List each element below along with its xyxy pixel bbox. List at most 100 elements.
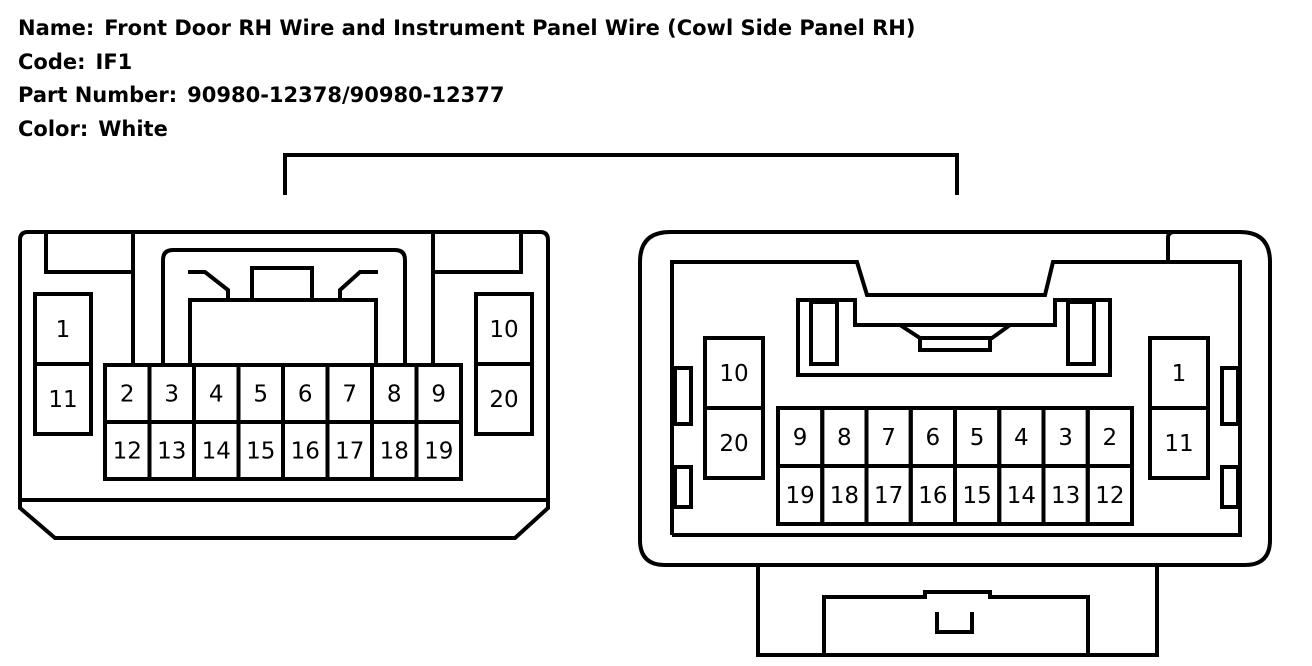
right-pin-17-label: 17	[874, 483, 903, 509]
left-pin-15: 15	[236, 420, 285, 481]
left-lock-tab	[250, 266, 314, 300]
right-pin-9: 9	[776, 406, 825, 468]
left-pin-20-box	[474, 362, 534, 436]
right-pin-12: 12	[1085, 464, 1134, 526]
left-pin-16: 16	[281, 420, 330, 481]
right-pin-3-label: 3	[1058, 425, 1073, 451]
left-pin-7: 7	[325, 363, 374, 424]
left-pin-17: 17	[325, 420, 374, 481]
left-connector-housing	[18, 230, 550, 540]
left-pin-14: 14	[192, 420, 241, 481]
right-pin-13: 13	[1041, 464, 1090, 526]
left-pin-18-label: 18	[380, 439, 409, 465]
right-pin-1-label: 1	[1172, 361, 1187, 387]
right-lock-tab-base	[918, 336, 992, 352]
right-latch-slot-right	[1066, 300, 1096, 366]
right-pin-15-label: 15	[962, 483, 991, 509]
left-pin-19: 19	[414, 420, 463, 481]
right-pin-11: 11	[1148, 406, 1210, 480]
right-pin-11-label: 11	[1164, 431, 1193, 457]
right-pin-12-label: 12	[1095, 483, 1124, 509]
right-pin-2: 2	[1085, 406, 1134, 468]
right-lower-tab	[756, 565, 1159, 657]
right-pin-11-box	[1148, 406, 1210, 480]
right-pin-10: 10	[703, 336, 765, 410]
right-pin-6: 6	[908, 406, 957, 468]
color-line: Color: White	[18, 113, 1118, 147]
right-pin-4-label: 4	[1014, 425, 1029, 451]
right-connector-housing	[638, 230, 1272, 567]
left-pin-13-label: 13	[157, 439, 186, 465]
left-pin-17-label: 17	[335, 439, 364, 465]
left-pin-11: 11	[33, 362, 93, 436]
left-pin-9: 9	[414, 363, 463, 424]
left-pin-20-label: 20	[489, 387, 518, 413]
right-pin-2-label: 2	[1103, 425, 1118, 451]
right-inner-frame-top	[670, 230, 1175, 535]
right-pin-18-label: 18	[830, 483, 859, 509]
left-pin-2-label: 2	[120, 382, 135, 408]
color-label: Color:	[18, 116, 89, 141]
right-pin-19: 19	[776, 464, 825, 526]
right-pin-4: 4	[997, 406, 1046, 468]
left-pin-16-label: 16	[291, 439, 320, 465]
left-pin-11-box	[33, 362, 93, 436]
left-pin-6: 6	[281, 363, 330, 424]
left-latch-frame	[161, 248, 407, 365]
left-pin-1: 1	[33, 292, 93, 366]
left-pin-11-label: 11	[48, 387, 77, 413]
mating-bracket	[283, 153, 959, 195]
left-pin-12-label: 12	[113, 439, 142, 465]
code-line: Code:IF1	[18, 46, 1118, 80]
color-value: White	[98, 116, 168, 141]
code-label: Code:	[18, 49, 86, 74]
left-pin-9-label: 9	[431, 382, 446, 408]
left-upper-right-ledge	[431, 232, 523, 274]
left-pin-20: 20	[474, 362, 534, 436]
right-pin-14-label: 14	[1007, 483, 1036, 509]
part-number-line: Part Number:90980-12378/90980-12377	[18, 79, 1118, 113]
left-pin-18: 18	[370, 420, 419, 481]
left-pin-19-label: 19	[424, 439, 453, 465]
left-pin-1-label: 1	[56, 317, 71, 343]
right-key-left-upper	[673, 366, 693, 426]
right-pin-7: 7	[864, 406, 913, 468]
right-pin-17: 17	[864, 464, 913, 526]
name-label: Name:	[18, 16, 95, 40]
right-latch-slot-left	[809, 300, 839, 366]
right-pin-20-box	[703, 406, 765, 480]
left-pin-8-label: 8	[387, 382, 402, 408]
right-pin-8: 8	[820, 406, 869, 468]
left-upper-left-ledge	[44, 232, 135, 274]
right-pin-15: 15	[953, 464, 1002, 526]
right-pin-3: 3	[1041, 406, 1090, 468]
right-pin-16-label: 16	[918, 483, 947, 509]
left-pin-4: 4	[192, 363, 241, 424]
left-latch-hook-right	[338, 270, 378, 365]
right-pin-5: 5	[953, 406, 1002, 468]
right-lower-tab-slot	[935, 612, 974, 634]
name-line: Name:Front Door RH Wire and Instrument P…	[18, 12, 1118, 46]
left-pin-5-label: 5	[253, 382, 268, 408]
right-pin-16: 16	[908, 464, 957, 526]
left-pin-3-label: 3	[164, 382, 179, 408]
left-latch-hook-left	[188, 270, 230, 365]
right-key-right-lower	[1220, 465, 1240, 509]
right-pin-8-label: 8	[837, 425, 852, 451]
right-pin-1: 1	[1148, 336, 1210, 410]
left-pin-2: 2	[103, 363, 152, 424]
connector-header: Name:Front Door RH Wire and Instrument P…	[18, 12, 1118, 146]
right-pin-19-label: 19	[785, 483, 814, 509]
right-pin-10-label: 10	[719, 361, 748, 387]
right-pin-6-label: 6	[926, 425, 941, 451]
left-pin-4-label: 4	[209, 382, 224, 408]
left-pin-10-label: 10	[489, 317, 518, 343]
left-pin-12: 12	[103, 420, 152, 481]
part-number-label: Part Number:	[18, 83, 178, 107]
right-pin-20: 20	[703, 406, 765, 480]
right-pin-5-label: 5	[970, 425, 985, 451]
